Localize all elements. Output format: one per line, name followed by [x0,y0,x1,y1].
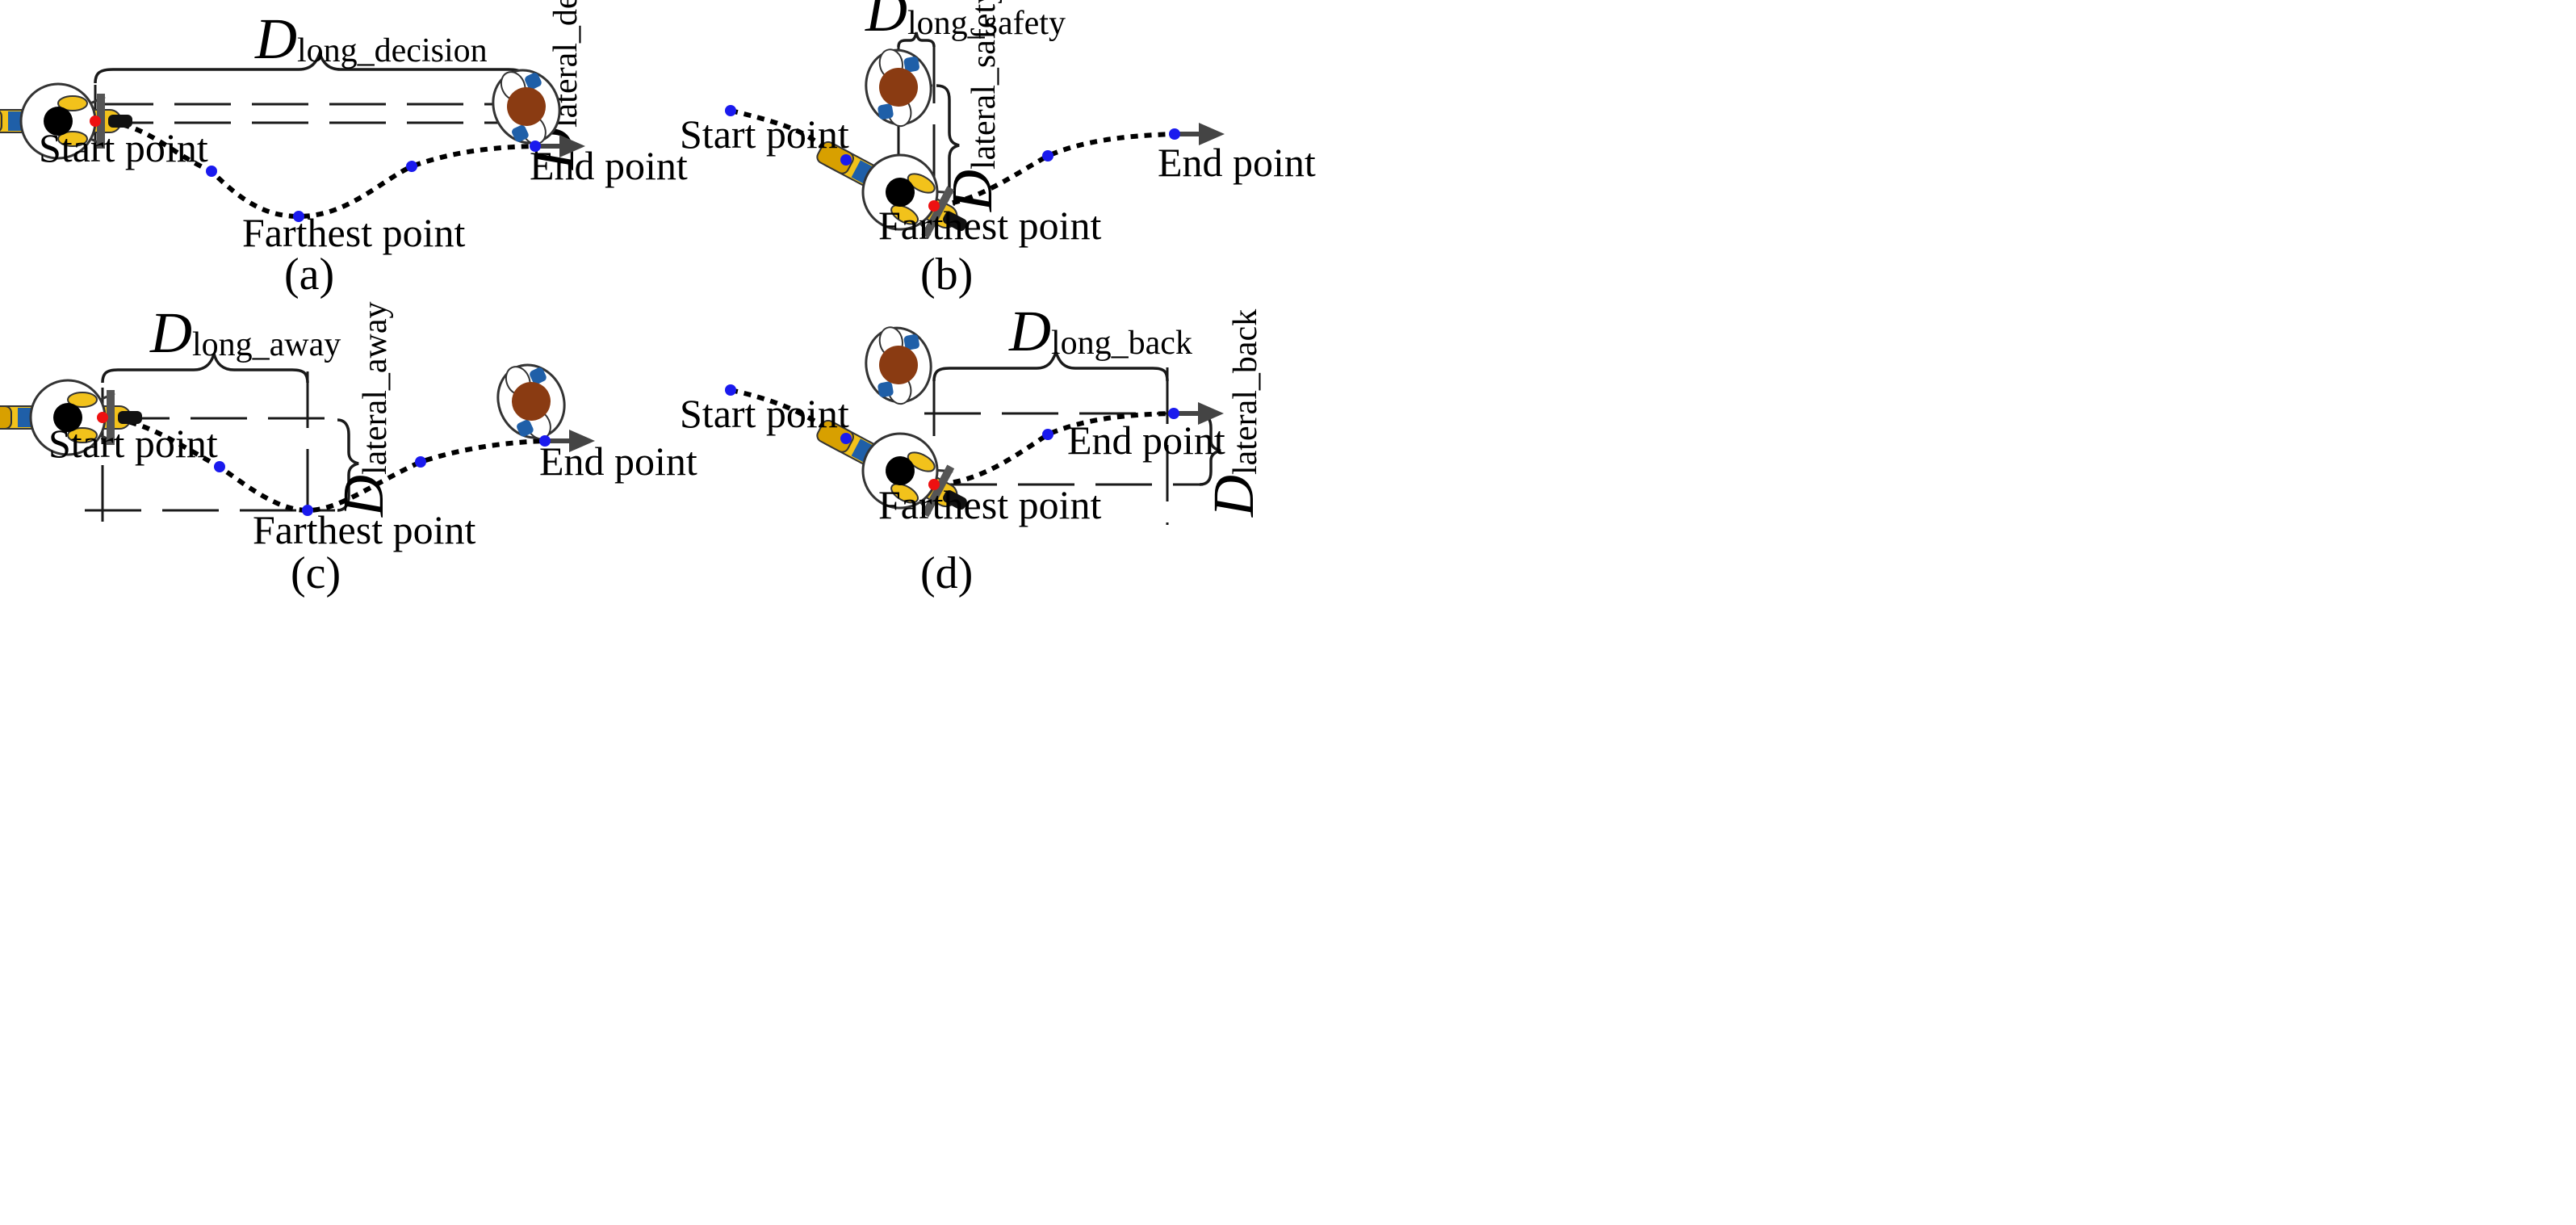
end-point-marker [539,435,551,447]
pedestrian-top-view-icon [858,42,939,132]
start-point-marker [97,412,108,423]
panel-caption: (c) [291,548,341,598]
trajectory-path [730,388,1175,488]
end-point-marker [530,141,541,152]
waypoint-marker [206,166,217,177]
end-point-label: End point [530,143,688,188]
panel-d: Dlong_back Dlateral_back Start point Far… [680,299,1266,598]
end-point-label: End point [1158,140,1316,185]
trajectory-path [730,108,1175,209]
pedestrian-top-view-icon [484,351,579,451]
waypoint-marker [1042,150,1053,162]
farthest-point-label: Farthest point [253,507,475,552]
pedestrian-top-view-icon [858,320,939,410]
farthest-point-label: Farthest point [242,210,465,255]
end-point-marker [1168,408,1179,419]
start-point-label: Start point [680,391,849,436]
waypoint-marker [415,456,426,468]
long-decision-label: Dlong_decision [254,6,488,71]
farthest-point-label: Farthest point [878,203,1101,248]
panel-c: Dlong_away Dlateral_away Start point Far… [0,300,697,598]
long-away-label: Dlong_away [149,300,341,365]
start-point-marker [725,105,736,116]
farthest-point-marker [928,479,940,490]
panel-caption: (b) [920,250,973,300]
end-point-label: End point [1067,417,1225,463]
start-point-label: Start point [48,421,218,466]
long-safety-brace [897,31,936,48]
farthest-point-marker [928,200,940,212]
long-back-brace [932,347,1169,382]
start-point-label: Start point [39,125,208,170]
waypoint-marker [840,433,852,444]
end-point-marker [1169,128,1180,140]
panel-a: Dlong_decision Dlateral_decision Start p… [0,0,688,300]
waypoint-marker [406,161,417,172]
start-point-label: Start point [680,111,849,157]
farthest-point-marker [302,505,313,516]
trajectory-path [94,119,536,220]
start-point-marker [725,384,736,396]
lateral-away-label: Dlateral_away [331,301,396,518]
long-away-brace [101,353,309,384]
start-point-marker [90,115,101,127]
waypoint-marker [214,461,225,472]
waypoint-marker [1042,429,1053,440]
panel-caption: (d) [920,548,973,598]
waypoint-marker [840,154,852,166]
panel-b: Dlong_safety Dlateral_safety Start point… [680,0,1316,300]
end-point-label: End point [539,438,697,484]
farthest-point-marker [293,211,304,222]
farthest-point-label: Farthest point [878,482,1101,527]
lateral-back-label: Dlateral_back [1201,309,1266,518]
panel-caption: (a) [284,250,334,300]
long-back-label: Dlong_back [1008,299,1192,363]
trajectory-path [102,415,546,514]
long-safety-label: Dlong_safety [865,0,1066,44]
